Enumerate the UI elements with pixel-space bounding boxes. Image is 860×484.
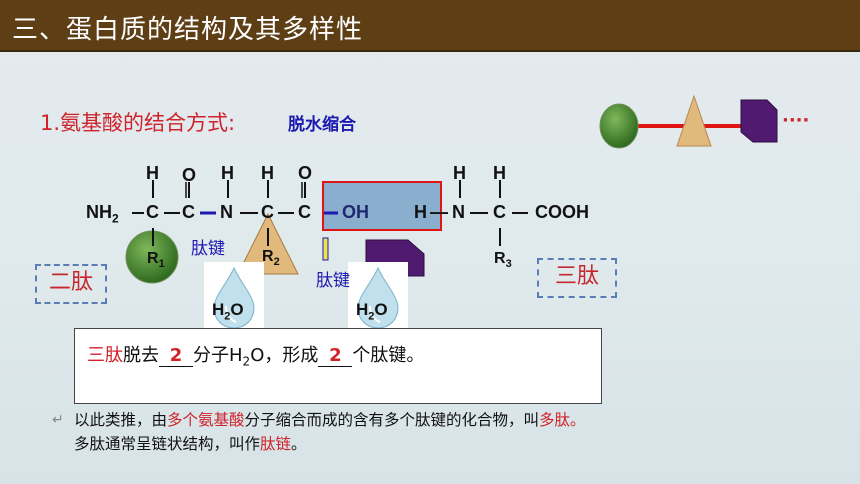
polypeptide-note-line-2: 多肽通常呈链状结构，叫作肽链。 [74,435,307,453]
section-heading: 1.氨基酸的结合方式: [40,111,236,135]
atom-o: O [182,165,197,185]
amino-group: NH2 [86,202,119,226]
peptide-bond-label-2: 肽键 [316,271,350,291]
atom-c: C [261,202,274,222]
atom-h: H [261,163,274,183]
return-icon: ↵ [52,412,64,428]
purple-block-shape [740,99,778,143]
answer-blank-2: 2 [318,346,353,367]
atom-c: C [146,202,159,222]
atom-n: N [452,202,465,222]
chain-ellipsis: ···· [782,110,810,131]
peptide-bond-label-1: 肽键 [191,239,225,259]
water-formula-1: H2O [212,300,244,323]
amino-chain-illustration [599,94,778,149]
side-chain-r3: R3 [494,250,512,271]
atom-c: C [298,202,311,222]
answer-blank-1: 2 [159,346,193,367]
title-bar: 三、蛋白质的结构及其多样性 [0,0,860,52]
water-removal-box [322,181,442,231]
atom-h: H [414,202,427,222]
carboxyl-group: COOH [535,202,589,222]
bond-dash: — [430,202,448,222]
tan-triangle-shape [676,94,712,147]
atom-c: C [182,202,195,222]
green-ball-shape [599,103,639,149]
atom-h: H [221,163,234,183]
side-chain-r2: R2 [262,248,280,269]
atom-h: H [453,163,466,183]
atom-c: C [493,202,506,222]
atom-h: H [146,163,159,183]
atom-h: H [493,163,506,183]
atom-n: N [220,202,233,222]
dipeptide-label: 二肽 [35,264,107,304]
atom-o: O [298,163,313,183]
water-formula-2: H2O [356,300,388,323]
polypeptide-note-line-1: 以此类推，由多个氨基酸分子缩合而成的含有多个肽键的化合物，叫多肽。 [74,411,586,429]
hydroxyl-group: OH [342,202,369,222]
water-drop-1 [204,262,264,330]
tripeptide-label: 三肽 [537,258,617,298]
side-chain-r1: R1 [147,250,165,271]
slide-title: 三、蛋白质的结构及其多样性 [12,15,364,45]
combination-answer: 脱水缩合 [288,115,356,135]
water-drop-2 [348,262,408,330]
